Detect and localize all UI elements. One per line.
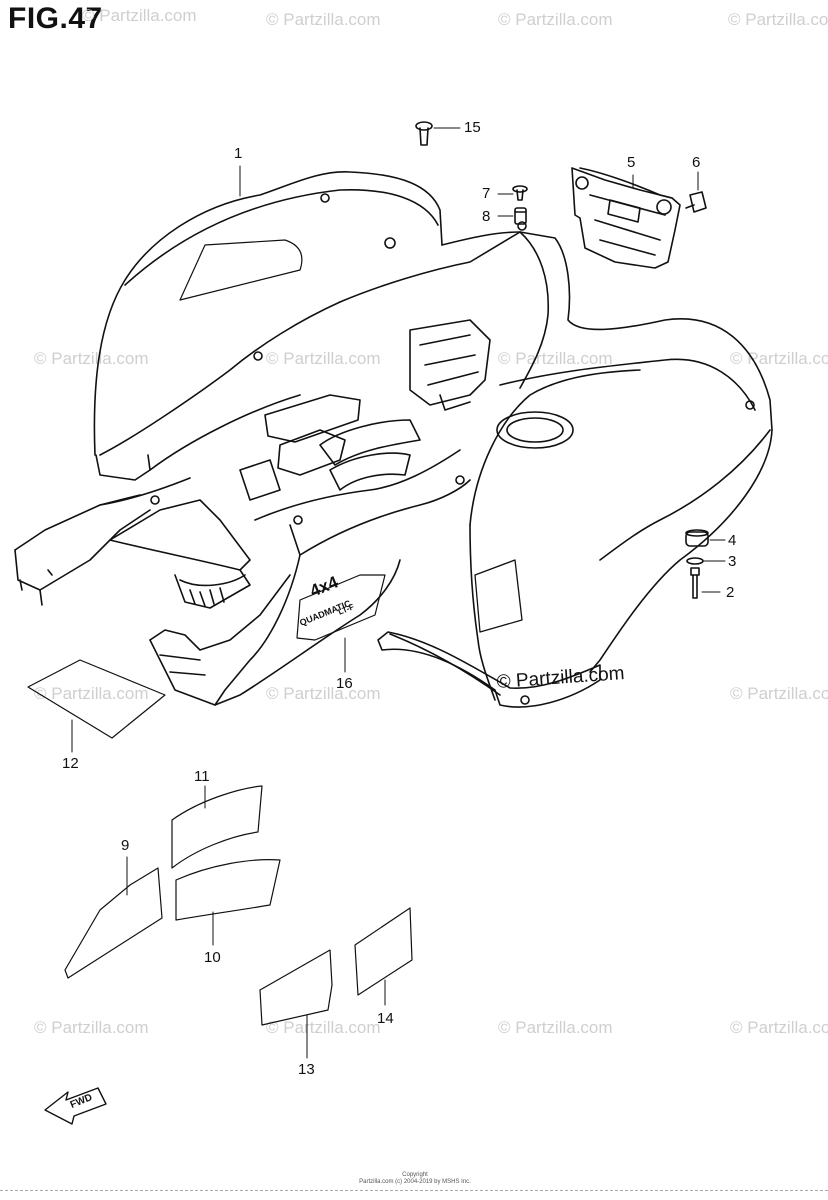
watermark: © Partzilla.com	[498, 1018, 613, 1037]
callout-6: 6	[692, 154, 701, 171]
clip-part-6	[685, 191, 707, 213]
watermark: © Partzilla.com	[730, 1018, 828, 1037]
copyright-line-2: Partzilla.com (c) 2004-2019 by MSHS Inc.	[359, 1179, 471, 1185]
decal-part-12	[27, 659, 166, 739]
screw-part-7	[512, 185, 528, 201]
watermark: © Partzilla.com	[498, 10, 613, 29]
fwd-arrow	[44, 1087, 107, 1125]
callout-5: 5	[627, 154, 636, 171]
callout-10: 10	[204, 949, 221, 966]
callout-9: 9	[121, 837, 130, 854]
watermark: © Partzilla.com	[34, 684, 149, 703]
bottom-divider	[0, 1190, 828, 1191]
callout-12: 12	[62, 755, 79, 772]
callout-7: 7	[482, 185, 491, 202]
watermark: © Partzilla.com	[82, 6, 197, 25]
callout-11: 11	[194, 768, 210, 785]
callout-13: 13	[298, 1061, 315, 1078]
figure-title: FIG.47	[8, 2, 103, 35]
callout-3: 3	[728, 553, 737, 570]
watermark: © Partzilla.com	[498, 349, 613, 368]
leader-lines	[71, 127, 726, 1059]
watermark: © Partzilla.com	[730, 684, 828, 703]
callout-4: 4	[728, 532, 737, 549]
decal-part-10	[175, 859, 281, 921]
cushion-part-4	[685, 529, 709, 547]
watermark: © Partzilla.com	[728, 10, 828, 29]
decal-part-14	[354, 907, 413, 996]
bracket-part-5	[571, 167, 681, 269]
callout-1: 1	[234, 145, 243, 162]
watermark: © Partzilla.com	[266, 10, 381, 29]
decal-part-13	[259, 949, 333, 1026]
callout-16: 16	[336, 675, 353, 692]
copyright-line-1: Copyright	[402, 1172, 428, 1178]
watermark: © Partzilla.com	[266, 1018, 381, 1037]
watermark: © Partzilla.com	[266, 684, 381, 703]
callout-14: 14	[377, 1010, 394, 1027]
watermark: © Partzilla.com	[34, 349, 149, 368]
decal-part-11	[171, 785, 263, 869]
bolt-part-2	[690, 567, 700, 599]
watermark: © Partzilla.com	[266, 349, 381, 368]
callout-2: 2	[726, 584, 735, 601]
watermark: © Partzilla.com	[34, 1018, 149, 1037]
callout-15: 15	[464, 119, 481, 136]
copyright-notice: Copyright Partzilla.com (c) 2004-2019 by…	[330, 1172, 500, 1186]
rear-fender	[14, 171, 773, 708]
callout-8: 8	[482, 208, 491, 225]
nut-part-8	[514, 207, 527, 225]
decal-part-9	[64, 867, 163, 979]
washer-part-3	[686, 557, 704, 565]
bolt-part-15	[415, 121, 433, 146]
